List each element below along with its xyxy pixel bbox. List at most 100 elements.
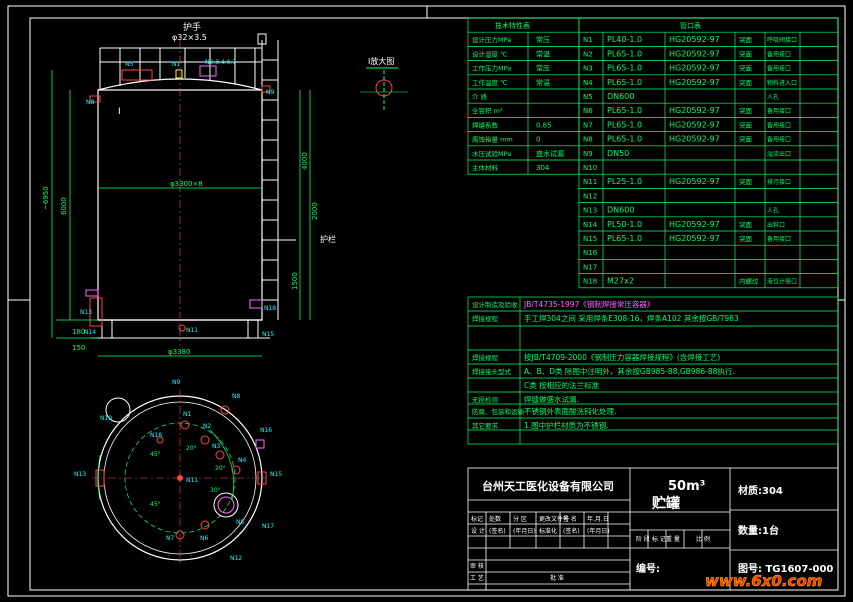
dim-shell-height: 6000 xyxy=(60,197,68,215)
tb-row2-cell: (年月日) xyxy=(513,527,536,535)
nozzle-N9-side xyxy=(261,85,271,93)
outer-frame xyxy=(7,5,846,597)
manway-N13-side xyxy=(89,297,103,327)
label-nozzle-group: N2.3.4.6.7 xyxy=(205,59,236,66)
nozzle-size: PL40-1.0 xyxy=(607,35,642,44)
product-volume: 50m³ xyxy=(668,479,705,494)
tag-N8-plan: N8 xyxy=(232,393,240,400)
plan-N18 xyxy=(156,436,164,444)
tech-row-label: 腐蚀裕量 mm xyxy=(472,135,513,144)
requirement-label: 设计制造及验收 xyxy=(472,300,518,309)
requirement-label: 焊接接头型式 xyxy=(472,367,512,376)
nozzle-symbol: N1 xyxy=(583,36,593,44)
tech-row-value: 盛水试漏 xyxy=(536,149,564,158)
label-ladder-guard: 护栏 xyxy=(320,234,336,244)
dim-upper-height: 4000 xyxy=(301,152,309,170)
tech-row-label: 全容积 m³ xyxy=(472,106,503,115)
angle-4: 30° xyxy=(210,487,221,494)
tech-row-label: 设计温度 ℃ xyxy=(472,49,507,58)
plan-N7 xyxy=(175,530,185,540)
nozzle-size: PL65-1.0 xyxy=(607,120,642,129)
label-roman-I: I xyxy=(118,107,121,117)
requirement-label: 焊接规程 xyxy=(472,353,499,362)
requirement-label: 焊接规程 xyxy=(472,314,499,323)
tb-row1-cell: 分 区 xyxy=(513,515,527,523)
tech-row-label: 主体材料 xyxy=(472,163,499,172)
nozzle-symbol: N12 xyxy=(583,192,597,200)
requirement-label: 无损检测 xyxy=(472,395,499,404)
nozzle-size: PL65-1.0 xyxy=(607,234,642,243)
nozzle-N15-side xyxy=(249,299,263,309)
nozzle-symbol: N11 xyxy=(583,178,597,186)
nozzle-size: PL50-1.0 xyxy=(607,220,642,229)
tech-row-label: 焊缝系数 xyxy=(472,120,499,129)
nozzle-symbol: N9 xyxy=(583,150,593,158)
tb-row2-cell: 标准化 xyxy=(539,527,557,535)
plan-angle-arc-right xyxy=(209,429,235,501)
quantity-label: 数量:1台 xyxy=(738,524,779,537)
nozzle-standard: HG20592-97 xyxy=(669,78,720,87)
requirements-text: 设计制造及验收 JB/T4735-1997《钢制焊接常压容器》焊接规程 手工焊304… xyxy=(472,299,739,430)
nozzle-usage: 出料口 xyxy=(767,221,785,229)
tag-N5-plan: N5 xyxy=(236,519,244,526)
requirement-label: 其它要求 xyxy=(472,421,499,430)
requirement-text: 手工焊304之间 采用焊条E308-16，焊条A102 其余按GB/T983 xyxy=(524,313,739,323)
plan-view xyxy=(92,390,268,566)
tb-row2-cell: (签名) xyxy=(489,527,506,535)
tag-N4-plan: N4 xyxy=(238,457,246,464)
dim-total-height: ~6950 xyxy=(42,186,50,210)
tb-row3-cell: 阶 段 标 记 xyxy=(636,535,666,543)
requirement-text: 按JB/T4709-2000《钢制压力容器焊接规程》(含焊接工艺) xyxy=(524,352,720,362)
tag-N9-elev: N9 xyxy=(266,89,274,96)
nozzle-face: 突面 xyxy=(739,177,753,186)
nozzle-usage: 人孔 xyxy=(767,207,779,215)
tag-N10-plan: N10 xyxy=(100,415,112,422)
nozzle-standard: HG20592-97 xyxy=(669,120,720,129)
tag-N6-plan: N6 xyxy=(200,535,208,542)
support-right xyxy=(247,319,259,339)
requirement-text: 1.图中护栏材质为不锈钢. xyxy=(524,420,609,430)
label-pipe-size: φ32×3.5 xyxy=(172,33,207,42)
watermark: www.6x0.com xyxy=(705,572,822,590)
nozzle-symbol: N2 xyxy=(583,50,593,58)
nozzle-size: PL65-1.0 xyxy=(607,49,642,58)
requirement-text: C类 按相应的法兰标准 xyxy=(524,380,600,390)
nozzle-usage: 液位计接口 xyxy=(767,278,797,286)
nozzle-usage: 备用接口 xyxy=(767,235,791,243)
nozzle-symbol: N13 xyxy=(583,207,597,215)
plan-manway-N5-inner xyxy=(217,496,235,514)
nozzle-N1-top xyxy=(175,69,183,79)
nozzle-size: PL65-1.0 xyxy=(607,64,642,73)
tag-N12-plan: N12 xyxy=(230,555,242,562)
tb-row5-cell: 批 准 xyxy=(550,574,564,582)
nozzle-usage: 呼吸阀接口 xyxy=(767,36,797,44)
requirement-text: JB/T4735-1997《钢制焊接常压容器》 xyxy=(523,299,654,309)
title-block-grid xyxy=(467,467,839,591)
nozzle-size: DN50 xyxy=(607,149,629,158)
nozzle-table-grid xyxy=(578,17,839,289)
tb-row2-cell: (签名) xyxy=(563,527,580,535)
nozzle-symbol: N4 xyxy=(583,79,593,87)
tech-row-label: 工作压力MPa xyxy=(472,64,511,73)
nozzle-standard: HG20592-97 xyxy=(669,220,720,229)
nozzle-size: PL25-1.0 xyxy=(607,177,642,186)
dimension-lines-elevation xyxy=(51,70,311,357)
nozzle-size: PL65-1.0 xyxy=(607,78,642,87)
drawing-number: 图号: TG1607-000 xyxy=(738,563,833,575)
nozzle-standard: HG20592-97 xyxy=(669,177,720,186)
nozzle-usage: 备用接口 xyxy=(767,65,791,73)
plan-angle-arc-left xyxy=(97,454,101,501)
tag-N7-plan: N7 xyxy=(166,535,174,542)
nozzle-symbol: N5 xyxy=(583,93,593,101)
requirement-text: 不锈钢外表面酸洗钝化处理. xyxy=(524,406,616,416)
nozzle-symbol: N8 xyxy=(583,136,593,144)
tag-N13-plan: N13 xyxy=(74,471,86,478)
tech-row-value: 常压 xyxy=(536,35,550,44)
tech-row-value: 常压 xyxy=(536,64,550,73)
support-left xyxy=(101,319,113,339)
nozzle-face: 突面 xyxy=(739,64,753,73)
tech-row-label: 工作温度 ℃ xyxy=(472,78,507,87)
